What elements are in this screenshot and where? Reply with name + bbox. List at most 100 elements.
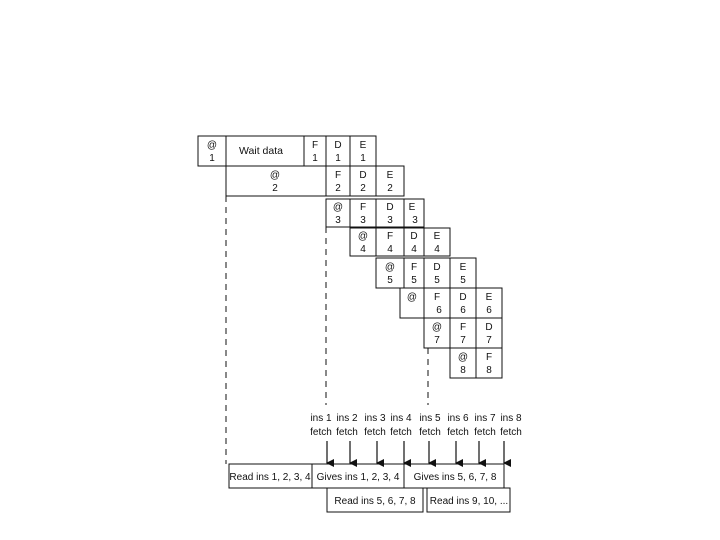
r4-decode-top: D <box>410 231 417 242</box>
r5-addr-top: @ <box>385 262 395 273</box>
cell-r4-exec <box>423 227 451 257</box>
memory-read-5-8: Read ins 5, 6, 7, 8 <box>334 496 416 507</box>
fetch-label-1-a: ins 1 <box>310 413 332 424</box>
r1-addr-bottom: 1 <box>209 153 215 164</box>
memory-boxes <box>228 463 511 513</box>
fetch-label-8-a: ins 8 <box>500 413 522 424</box>
r7-fetch-bottom: 7 <box>460 335 466 346</box>
r3-exec-top: E <box>409 202 416 213</box>
pipeline-row-1 <box>197 135 377 167</box>
r5-fetch-top: F <box>411 262 417 273</box>
r8-addr-top: @ <box>458 352 468 363</box>
pipeline-row-7-text: @ 7 F 7 D 7 <box>432 322 493 346</box>
r1-addr-top: @ <box>207 140 217 151</box>
fetch-label-3-a: ins 3 <box>364 413 386 424</box>
r2-addr-top: @ <box>270 170 280 181</box>
fetch-label-2-b: fetch <box>336 427 358 438</box>
r3-decode-bottom: 3 <box>387 215 393 226</box>
r1-decode-bottom: 1 <box>335 153 341 164</box>
pipeline-row-4 <box>349 227 451 257</box>
r5-exec-top: E <box>460 262 467 273</box>
r2-exec-top: E <box>387 170 394 181</box>
r3-fetch-bottom: 3 <box>360 215 366 226</box>
r8-fetch-top: F <box>486 352 492 363</box>
fetch-label-6-b: fetch <box>447 427 469 438</box>
r1-exec-top: E <box>360 140 367 151</box>
pipeline-row-3-text: @ 3 F 3 D 3 E 3 <box>333 202 418 226</box>
fetch-label-4-b: fetch <box>390 427 412 438</box>
memory-read-5-8-box <box>326 487 424 513</box>
r3-fetch-top: F <box>360 202 366 213</box>
r6-decode-bottom: 6 <box>460 305 466 316</box>
fetch-label-3-b: fetch <box>364 427 386 438</box>
pipeline-row-6-text: @ F 6 D 6 E 6 <box>407 292 493 316</box>
r4-exec-bottom: 4 <box>434 244 440 255</box>
r8-addr-bottom: 8 <box>460 365 466 376</box>
fetch-arrows <box>326 441 511 467</box>
fetch-label-4-a: ins 4 <box>390 413 412 424</box>
memory-gives-5-8: Gives ins 5, 6, 7, 8 <box>414 472 497 483</box>
r5-decode-bottom: 5 <box>434 275 440 286</box>
r3-exec-bottom: 3 <box>412 215 418 226</box>
pipeline-row-1-text: @ 1 Wait data F 1 D 1 E 1 <box>207 140 367 164</box>
fetch-label-7-b: fetch <box>474 427 496 438</box>
r3-decode-top: D <box>386 202 393 213</box>
r2-decode-bottom: 2 <box>360 183 366 194</box>
r2-addr-bottom: 2 <box>272 183 278 194</box>
r6-exec-bottom: 6 <box>486 305 492 316</box>
r8-fetch-bottom: 8 <box>486 365 492 376</box>
r5-addr-bottom: 5 <box>387 275 393 286</box>
pipeline-row-8-text: @ 8 F 8 <box>458 352 492 376</box>
r1-decode-top: D <box>334 140 341 151</box>
r7-addr-bottom: 7 <box>434 335 440 346</box>
r3-addr-top: @ <box>333 202 343 213</box>
pipeline-row-3 <box>325 198 425 228</box>
r1-fetch-top: F <box>312 140 318 151</box>
fetch-label-1-b: fetch <box>310 427 332 438</box>
pipeline-row-4-text: @ 4 F 4 D 4 E 4 <box>358 231 441 255</box>
r6-exec-top: E <box>486 292 493 303</box>
fetch-label-6-a: ins 6 <box>447 413 469 424</box>
fetch-label-7-a: ins 7 <box>474 413 496 424</box>
r6-addr-top: @ <box>407 292 417 303</box>
r6-fetch-bottom: 6 <box>436 305 442 316</box>
r2-fetch-bottom: 2 <box>335 183 341 194</box>
r4-exec-top: E <box>434 231 441 242</box>
cell-r8-fetch <box>475 347 503 379</box>
pipeline-row-5-text: @ 5 F 5 D 5 E 5 <box>385 262 467 286</box>
r1-wait-label: Wait data <box>239 145 283 157</box>
memory-labels: Read ins 1, 2, 3, 4 Gives ins 1, 2, 3, 4… <box>229 472 508 507</box>
cell-r3-exec <box>403 198 425 228</box>
r4-fetch-top: F <box>387 231 393 242</box>
pipeline-row-2-text: @ 2 F 2 D 2 E 2 <box>270 170 394 194</box>
fetch-label-2-a: ins 2 <box>336 413 358 424</box>
r5-decode-top: D <box>433 262 440 273</box>
r4-fetch-bottom: 4 <box>387 244 393 255</box>
r7-decode-top: D <box>485 322 492 333</box>
r6-fetch-top: F <box>434 292 440 303</box>
r5-fetch-bottom: 5 <box>411 275 417 286</box>
r2-exec-bottom: 2 <box>387 183 393 194</box>
r1-exec-bottom: 1 <box>360 153 366 164</box>
cell-r2-exec <box>375 165 405 197</box>
dashed-timing-lines <box>225 196 429 464</box>
memory-gives-1-4: Gives ins 1, 2, 3, 4 <box>317 472 400 483</box>
r1-fetch-bottom: 1 <box>312 153 318 164</box>
r2-fetch-top: F <box>335 170 341 181</box>
r3-addr-bottom: 3 <box>335 215 341 226</box>
fetch-labels: ins 1 fetch ins 2 fetch ins 3 fetch ins … <box>310 413 522 438</box>
memory-read-1-4: Read ins 1, 2, 3, 4 <box>229 472 311 483</box>
pipeline-row-8 <box>449 347 503 379</box>
r7-fetch-top: F <box>460 322 466 333</box>
r4-addr-top: @ <box>358 231 368 242</box>
memory-read-9: Read ins 9, 10, ... <box>430 496 508 507</box>
fetch-label-8-b: fetch <box>500 427 522 438</box>
r7-decode-bottom: 7 <box>486 335 492 346</box>
r2-decode-top: D <box>359 170 366 181</box>
r7-addr-top: @ <box>432 322 442 333</box>
r4-decode-bottom: 4 <box>411 244 417 255</box>
r4-addr-bottom: 4 <box>360 244 366 255</box>
fetch-label-5-b: fetch <box>419 427 441 438</box>
